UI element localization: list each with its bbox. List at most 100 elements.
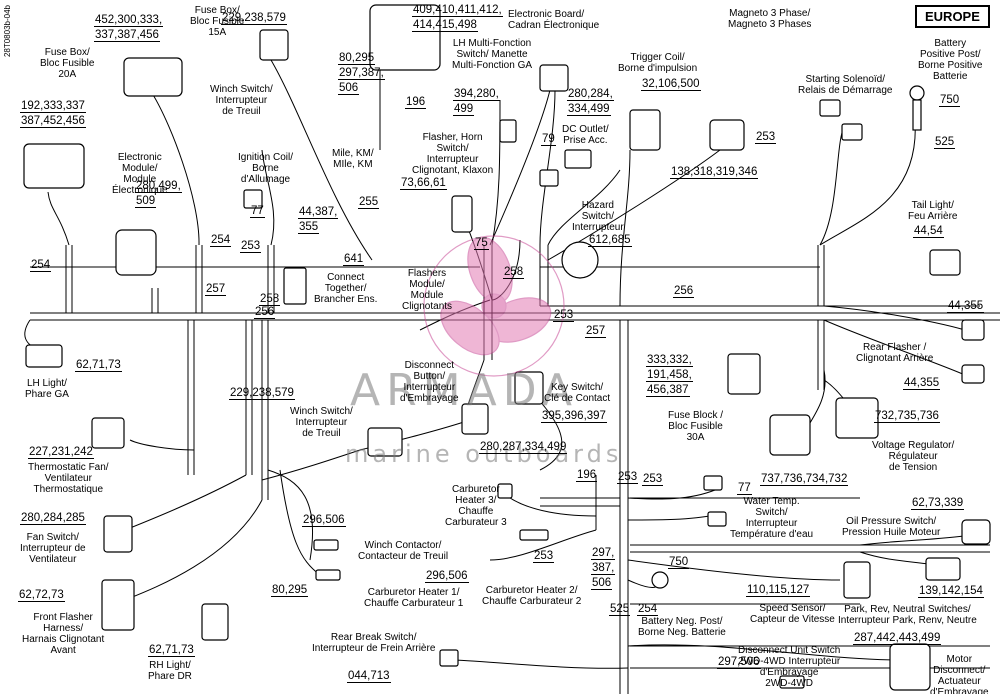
- fuse-block-30a-symbol: [727, 353, 761, 395]
- water-temp-connector-a: [703, 475, 723, 491]
- label-trigger: Trigger Coil/Borne d'impulsion: [618, 52, 698, 74]
- part-number-fuse15-1: 337,387,456: [94, 29, 160, 42]
- wire-code-9: 79: [541, 133, 556, 146]
- wire-code-8: 641: [343, 253, 365, 266]
- label-eboard: Electronic Board/Cadran Électronique: [508, 9, 600, 31]
- part-number-trigger-0: 32,106,500: [641, 78, 701, 91]
- key-switch-symbol: [514, 371, 544, 405]
- part-number-voltreg-a-0: 732,735,736: [874, 410, 940, 423]
- part-number-winch-top-0: 229,238,579: [221, 12, 287, 25]
- part-number-lhmulti2-0: 280,284,: [567, 88, 614, 101]
- tail-light-connector: [929, 249, 961, 276]
- part-number-fuseblock-2: 456,387: [646, 384, 690, 397]
- part-number-frontflasher-0: 62,72,73: [18, 589, 65, 602]
- oil-pressure-switch-symbol: [961, 519, 991, 545]
- part-number-rearbreak-0: 044,713: [347, 670, 391, 683]
- rh-light-connector: [201, 603, 229, 641]
- label-lhlight: LH Light/Phare GA: [25, 378, 69, 400]
- part-number-motordisc-0: 287,442,443,499: [853, 632, 942, 645]
- park-switch-connector: [925, 557, 961, 581]
- part-number-disconnect-0: 280,287,334,499: [479, 441, 568, 454]
- rear-flasher-plug: [961, 364, 985, 384]
- part-number-hazard-0: 612,685: [588, 234, 632, 247]
- label-rhlight: RH Light/Phare DR: [148, 660, 192, 682]
- battery-positive-ring: [909, 85, 925, 101]
- part-number-ebm-1: 509: [135, 195, 157, 208]
- disconnect-2wd-symbol: [779, 675, 805, 689]
- part-number-eboard-1: 414,415,498: [412, 19, 478, 32]
- part-number-tail2-0: 44,355: [947, 300, 985, 313]
- disconnect-button-symbol: [461, 403, 489, 435]
- carburetor-heater2-plug: [519, 529, 549, 541]
- winch-80-plug: [315, 569, 341, 581]
- battery-negative-ring: [651, 571, 669, 589]
- wire-code-19: 253: [617, 471, 639, 484]
- dc-outlet-connector: [564, 149, 592, 169]
- part-number-flasher-horn-0: 73,66,61: [400, 177, 447, 190]
- part-number-fuse20-1: 387,452,456: [20, 115, 86, 128]
- part-number-eboard-0: 409,410,411,412,: [412, 4, 503, 17]
- winch-contactor-plug: [313, 539, 339, 551]
- part-number-ignition-1: 355: [298, 221, 320, 234]
- label-keyswitch: Key Switch/Clé de Contact: [544, 382, 611, 404]
- wire-code-7: 75: [474, 237, 489, 250]
- wire-code-13: 253: [755, 131, 777, 144]
- electronic-board-connector: [369, 4, 441, 71]
- wire-code-11: 750: [939, 94, 961, 107]
- wire-code-23: 750: [668, 556, 690, 569]
- wire-code-3: 256: [254, 306, 276, 319]
- part-number-disc2wd-0: 297,506: [717, 656, 761, 669]
- part-number-oilpress-0: 62,73,339: [911, 497, 965, 510]
- part-number-carb-0: 296,506: [425, 570, 469, 583]
- wire-code-17: 253: [553, 309, 575, 322]
- tail-light-plug: [961, 319, 985, 341]
- label-park: Park, Rev, Neutral Switches/Interrupteur…: [838, 604, 977, 626]
- part-number-lhlight-0: 62,71,73: [75, 359, 122, 372]
- lh-light-connector: [25, 344, 63, 368]
- label-solenoid: Starting Solenoïd/Relais de Démarrage: [798, 74, 893, 96]
- label-mile: Mile, KM/MIle, KM: [332, 148, 374, 170]
- dc-outlet-plug: [539, 169, 559, 187]
- label-taillight: Tail Light/Feu Arrière: [908, 200, 958, 222]
- solenoid-connector-b: [841, 123, 863, 141]
- fuse-box-15a-symbol: [123, 57, 183, 97]
- front-flasher-connector: [101, 579, 135, 631]
- label-battneg: Battery Neg. Post/Borne Neg. Batterie: [638, 616, 726, 638]
- part-number-voltreg-b-0: 737,736,734,732: [760, 473, 849, 486]
- lh-multifunction-connector: [539, 64, 569, 92]
- magneto-connector: [709, 119, 745, 151]
- wire-code-22: 253: [642, 473, 664, 486]
- wire-code-24: 525: [609, 603, 631, 616]
- part-number-mile-1: 297,387,: [338, 67, 385, 80]
- label-rearflasher: Rear Flasher /Clignotant Arrière: [856, 342, 934, 364]
- part-number-carb2-0: 297,: [591, 547, 616, 560]
- part-number-lhmulti-0: 394,280,: [453, 88, 500, 101]
- flasher-horn-connector: [499, 119, 517, 143]
- label-oilpress: Oil Pressure Switch/Pression Huile Moteu…: [842, 516, 941, 538]
- wire-code-10: 77: [250, 205, 265, 218]
- wire-code-0: 196: [405, 96, 427, 109]
- wire-code-6: 258: [503, 266, 525, 279]
- part-number-carb2-2: 506: [591, 577, 613, 590]
- electronic-module-connector: [115, 229, 157, 276]
- wire-code-2: 253: [240, 240, 262, 253]
- voltage-reg-connector-a: [769, 414, 811, 456]
- ignition-coil-symbol: [243, 189, 263, 209]
- watermark-brand: ARMADA: [350, 365, 578, 416]
- carburetor-heater3-plug: [497, 483, 513, 499]
